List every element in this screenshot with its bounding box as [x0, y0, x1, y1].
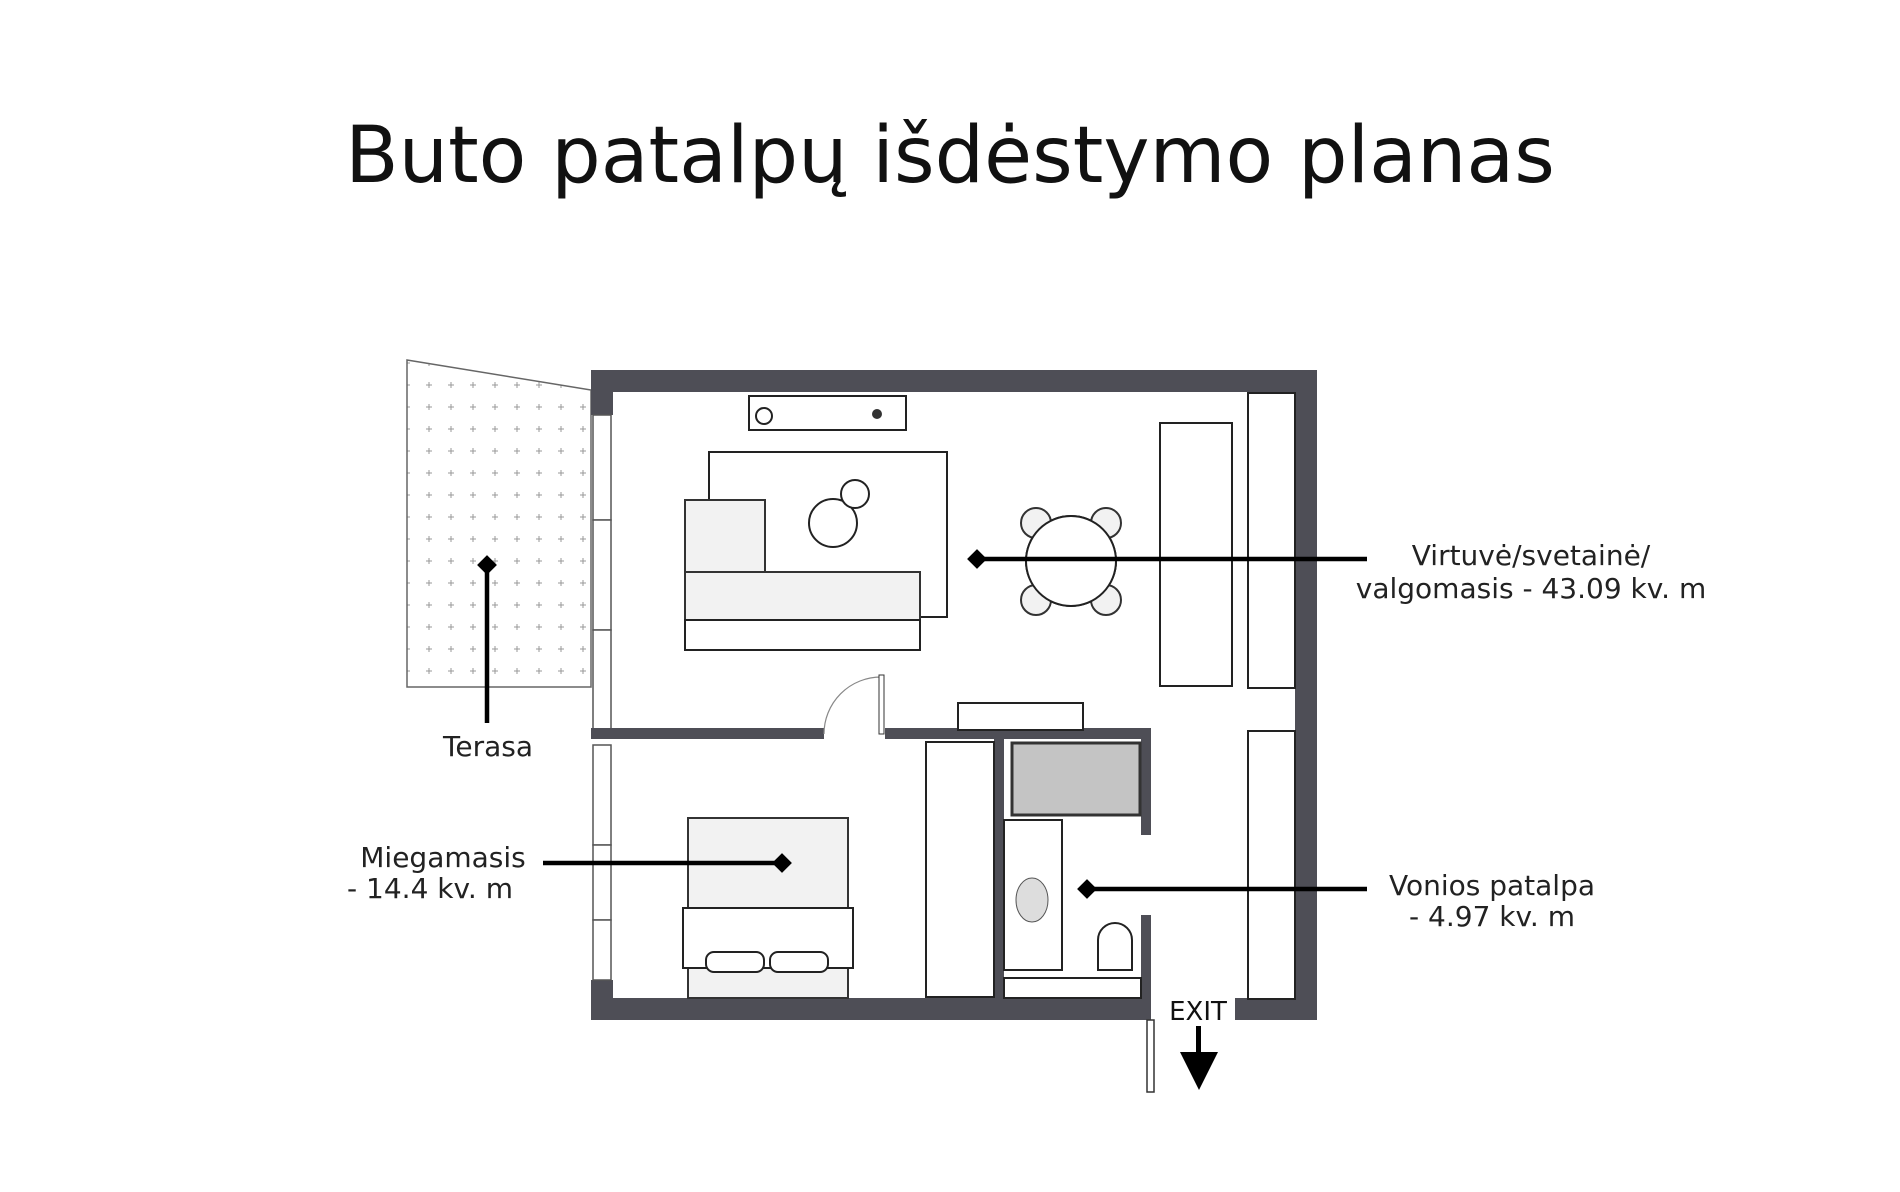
furniture-bathroom — [1003, 741, 1142, 999]
living-room-area: valgomasis - 43.09 kv. m — [1356, 572, 1706, 605]
bedroom-label: Miegamasis - 14.4 kv. m — [347, 841, 526, 905]
furniture-living — [684, 392, 1296, 1000]
bathroom-label: Vonios patalpa - 4.97 kv. m — [1389, 869, 1595, 933]
bedroom-door — [823, 676, 882, 735]
bedroom-door-leaf — [878, 674, 885, 735]
terrace-label: Terasa — [442, 730, 533, 763]
living-room-name: Virtuvė/svetainė/ — [1412, 539, 1651, 572]
exit-label: EXIT — [1169, 997, 1227, 1027]
furniture-bedroom — [682, 741, 995, 999]
bedroom-name: Miegamasis — [360, 841, 525, 874]
exit-arrow-icon — [1180, 1026, 1218, 1090]
bedroom-area: - 14.4 kv. m — [347, 872, 513, 905]
interior-walls — [591, 728, 1155, 1093]
bathroom-area: - 4.97 kv. m — [1409, 900, 1575, 933]
terrace — [406, 359, 592, 688]
windows — [592, 414, 612, 981]
label-leaders — [477, 549, 1367, 899]
outer-walls — [591, 370, 1317, 1020]
page-title: Buto patalpų išdėstymo planas — [345, 111, 1555, 201]
bathroom-name: Vonios patalpa — [1389, 869, 1595, 902]
living-room-label: Virtuvė/svetainė/ valgomasis - 43.09 kv.… — [1356, 539, 1706, 605]
